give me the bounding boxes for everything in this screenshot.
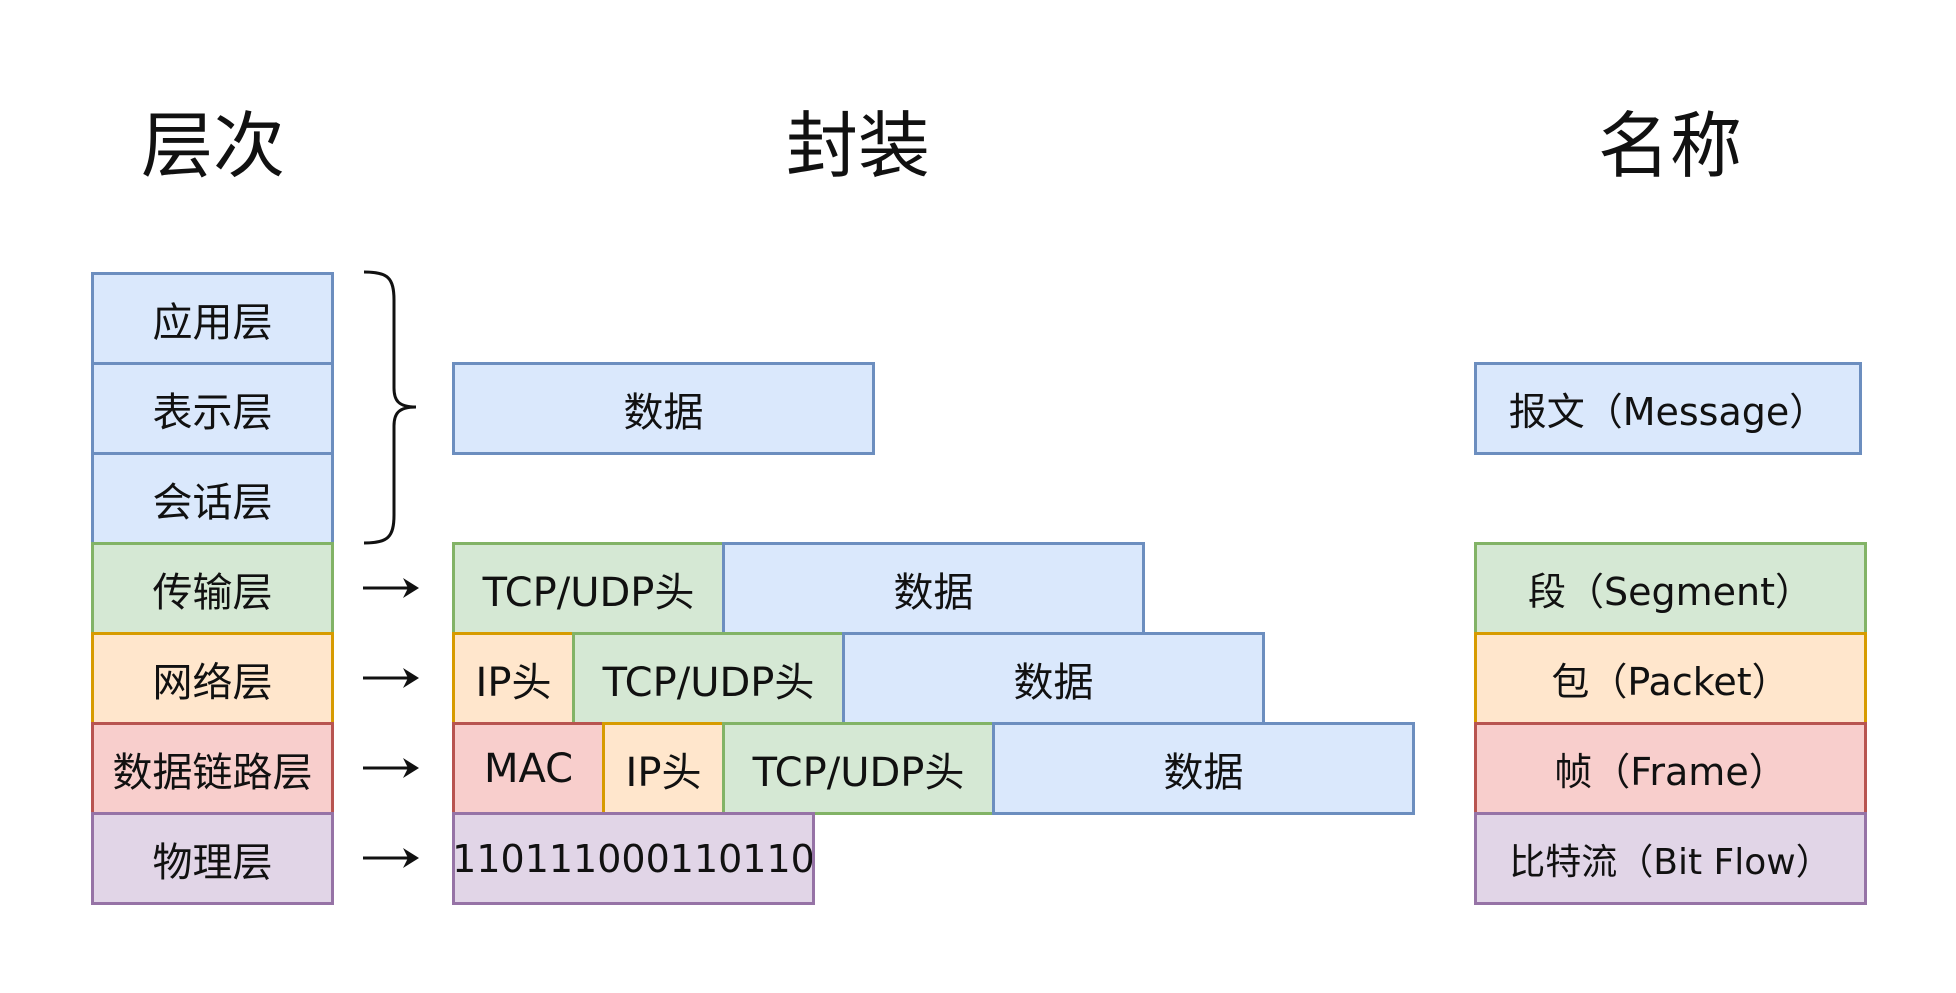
datalink-ip-header: IP头 <box>602 722 725 815</box>
layer-transport: 传输层 <box>91 542 334 635</box>
layer-datalink: 数据链路层 <box>91 722 334 815</box>
arrow-right-icon <box>363 758 419 778</box>
transport-tcp-udp-header: TCP/UDP头 <box>452 542 725 635</box>
name-frame: 帧（Frame） <box>1474 722 1867 815</box>
name-bitflow: 比特流（Bit Flow） <box>1474 812 1867 905</box>
network-tcp-udp-header: TCP/UDP头 <box>572 632 845 725</box>
name-packet: 包（Packet） <box>1474 632 1867 725</box>
layer-presentation: 表示层 <box>91 362 334 455</box>
name-heading: 名称 <box>1597 104 1743 188</box>
layer-application: 应用层 <box>91 272 334 365</box>
physical-bit-stream: 110111000110110 <box>452 812 815 905</box>
curly-brace-icon <box>363 270 417 545</box>
layer-session: 会话层 <box>91 452 334 545</box>
layer-physical: 物理层 <box>91 812 334 905</box>
name-message: 报文（Message） <box>1474 362 1862 455</box>
transport-data-block: 数据 <box>722 542 1145 635</box>
arrow-right-icon <box>363 578 419 598</box>
arrow-right-icon <box>363 848 419 868</box>
layer-heading: 层次 <box>140 104 286 188</box>
datalink-tcp-udp-header: TCP/UDP头 <box>722 722 995 815</box>
network-ip-header: IP头 <box>452 632 575 725</box>
layer-network: 网络层 <box>91 632 334 725</box>
app-data-block: 数据 <box>452 362 875 455</box>
network-data-block: 数据 <box>842 632 1265 725</box>
encapsulation-heading: 封装 <box>785 104 931 188</box>
name-segment: 段（Segment） <box>1474 542 1867 635</box>
datalink-data-block: 数据 <box>992 722 1415 815</box>
arrow-right-icon <box>363 668 419 688</box>
datalink-mac-header: MAC <box>452 722 605 815</box>
